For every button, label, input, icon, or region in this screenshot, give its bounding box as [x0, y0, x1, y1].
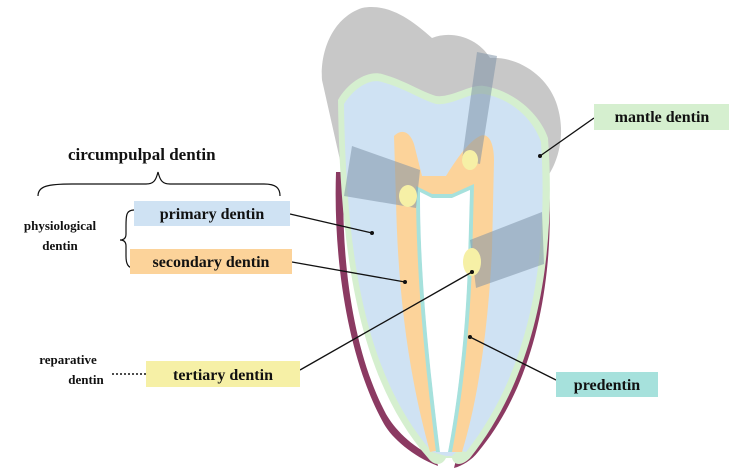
leader-dot-predentin	[468, 335, 472, 339]
circumpulpal-brace	[38, 172, 280, 196]
leader-dot-mantle	[538, 154, 542, 158]
physiological-label-line2: dentin	[42, 238, 78, 253]
tertiary-dentin-deposit-left	[399, 185, 417, 207]
reparative-label-line2: dentin	[68, 372, 104, 387]
circumpulpal-dentin-label: circumpulpal dentin	[68, 145, 216, 164]
leader-dot-tertiary	[470, 270, 474, 274]
tertiary-dentin-deposit-top	[462, 150, 478, 170]
primary-dentin-label: primary dentin	[160, 206, 265, 223]
secondary-dentin-label: secondary dentin	[153, 254, 270, 271]
reparative-label-line1: reparative	[39, 352, 97, 367]
mantle-dentin-label: mantle dentin	[615, 109, 710, 126]
leader-dot-primary	[370, 231, 374, 235]
predentin-label: predentin	[574, 377, 640, 394]
leader-dot-secondary	[403, 280, 407, 284]
tertiary-dentin-label: tertiary dentin	[173, 367, 273, 384]
physiological-label-line1: physiological	[24, 218, 97, 233]
